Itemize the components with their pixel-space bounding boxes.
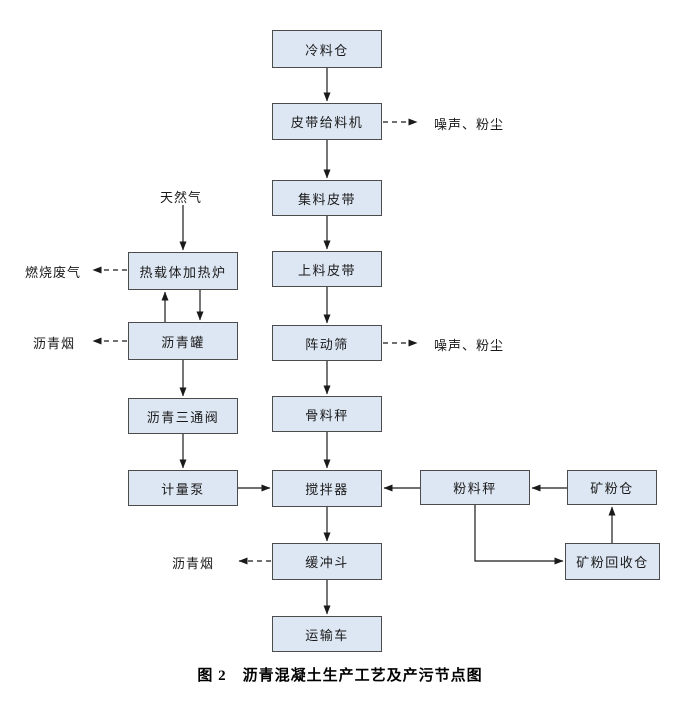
node-metering-pump: 计量泵 [128, 470, 238, 506]
label-asphalt-fume-hopper: 沥青烟 [172, 556, 215, 571]
node-belt-feeder: 皮带给料机 [272, 103, 382, 140]
node-buffer-hopper: 缓冲斗 [272, 543, 382, 580]
node-cold-material-bin: 冷料仓 [272, 30, 382, 68]
label-noise-dust-screen: 噪声、粉尘 [434, 338, 505, 353]
node-mineral-powder-bin: 矿粉仓 [567, 470, 657, 505]
label-combustion-exhaust: 燃烧废气 [25, 265, 82, 280]
node-mineral-powder-recovery-bin: 矿粉回收仓 [565, 543, 660, 580]
node-mixer: 搅拌器 [272, 470, 382, 507]
node-transport-truck: 运输车 [272, 616, 382, 652]
node-asphalt-tank: 沥青罐 [128, 322, 238, 360]
node-vibrating-screen: 阵动筛 [272, 325, 382, 361]
node-powder-scale: 粉料秤 [420, 470, 530, 505]
node-feeding-belt: 上料皮带 [272, 251, 382, 287]
label-natural-gas: 天然气 [160, 190, 203, 205]
node-asphalt-three-way-valve: 沥青三通阀 [128, 398, 238, 434]
node-collecting-belt: 集料皮带 [272, 180, 382, 216]
arrow-powder-scale-to-recovery-bin [474, 505, 564, 565]
label-noise-dust-feeder: 噪声、粉尘 [434, 117, 505, 132]
label-asphalt-fume-tank: 沥青烟 [33, 336, 76, 351]
figure-caption: 图 2 沥青混凝土生产工艺及产污节点图 [197, 668, 483, 684]
node-aggregate-scale: 骨料秤 [272, 396, 382, 432]
node-heat-carrier-furnace: 热载体加热炉 [128, 252, 238, 290]
